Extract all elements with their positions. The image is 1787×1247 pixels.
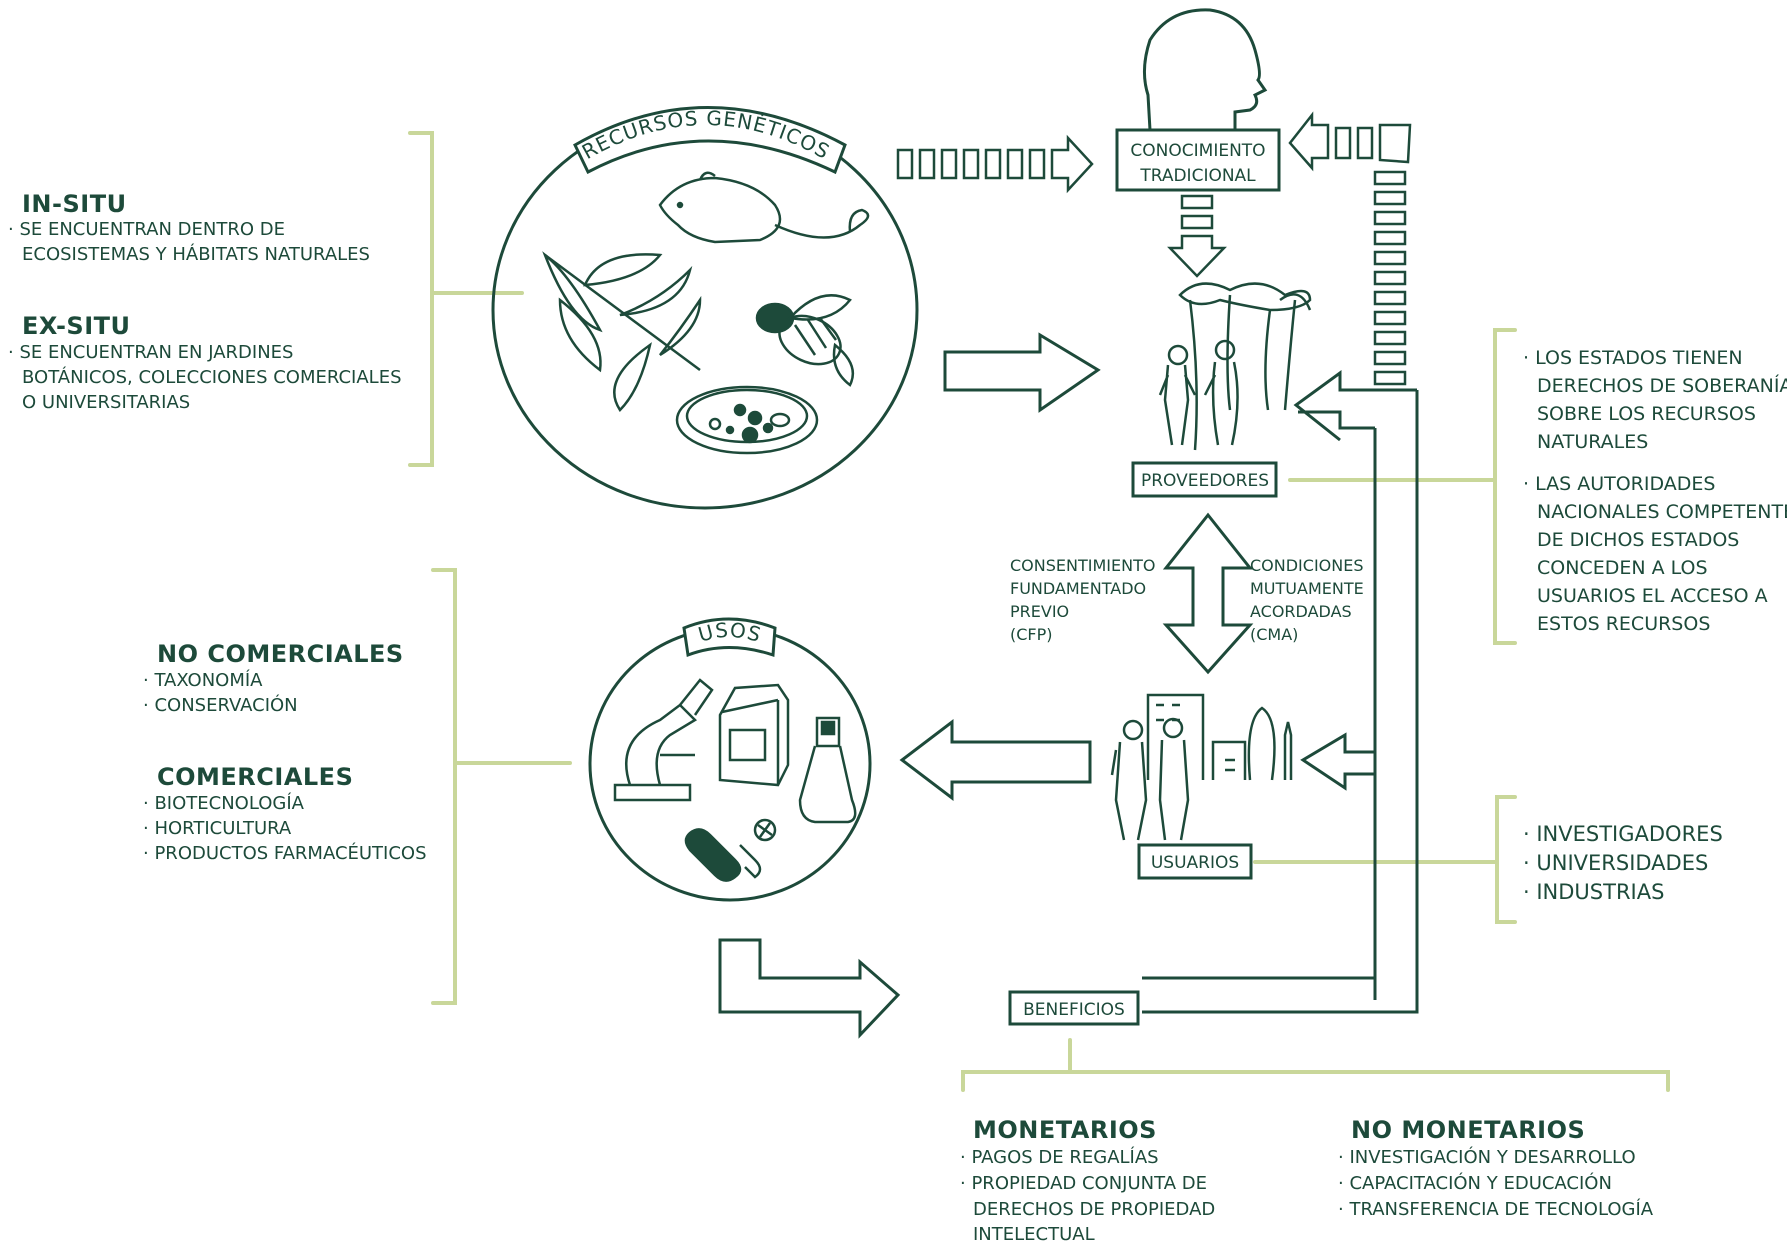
estados-item: NATURALES [1537, 431, 1649, 453]
exsitu-title: EX-SITU [22, 312, 131, 340]
users-illustration-icon [1110, 693, 1293, 841]
head-icon [1143, 8, 1268, 131]
estados-item: LAS AUTORIDADES [1523, 470, 1715, 498]
beneficios-label: BENEFICIOS [1023, 1000, 1125, 1020]
cma-line: CONDICIONES [1250, 556, 1364, 575]
estados-item: ESTOS RECURSOS [1537, 613, 1711, 635]
providers-illustration-icon [1158, 282, 1312, 451]
recursos-badge-frame [573, 106, 847, 175]
conocimiento-line1: CONOCIMIENTO [1130, 141, 1265, 161]
cfp-line: PREVIO [1010, 602, 1070, 621]
cma-line: (CMA) [1250, 625, 1299, 644]
cfp-line: FUNDAMENTADO [1010, 579, 1147, 598]
dashed-arrow-to-conocimiento [896, 134, 1094, 194]
usuario-tipo-item: INDUSTRIAS [1523, 878, 1664, 907]
usuarios-label: USUARIOS [1151, 853, 1239, 873]
estados-item: LOS ESTADOS TIENEN [1523, 344, 1743, 372]
insitu-item: SE ENCUENTRAN DENTRO DE [8, 217, 285, 242]
bee-icon [755, 294, 855, 387]
bracket-recursos [408, 131, 524, 467]
usuarios-box [1137, 843, 1253, 880]
no-monetarios-item: CAPACITACIÓN Y EDUCACIÓN [1338, 1171, 1612, 1196]
bracket-beneficios [961, 1038, 1670, 1092]
monetarios-item: INTELECTUAL [973, 1224, 1095, 1245]
arrow-usos-to-beneficios [718, 938, 901, 1039]
usos-badge-frame [682, 617, 777, 658]
insitu-title: IN-SITU [22, 190, 127, 218]
comerciales-title: COMERCIALES [157, 763, 354, 791]
estados-item: SOBRE LOS RECURSOS [1537, 403, 1756, 425]
conocimiento-box [1115, 128, 1281, 192]
cma-line: ACORDADAS [1250, 602, 1352, 621]
dashed-feedback-column [1288, 111, 1412, 386]
rat-icon [658, 171, 870, 244]
estados-item: CONCEDEN A LOS [1537, 557, 1708, 579]
insitu-item: ECOSISTEMAS Y HÁBITATS NATURALES [22, 244, 370, 265]
comerciales-item: HORTICULTURA [143, 816, 291, 841]
spray-bottle-icon [798, 716, 857, 824]
arrow-cfp-cma [1162, 512, 1254, 675]
no-comerciales-item: TAXONOMÍA [143, 668, 262, 693]
proveedores-label: PROVEEDORES [1141, 471, 1269, 491]
cfp-line: CONSENTIMIENTO [1010, 556, 1156, 575]
petri-dish-icon [675, 385, 819, 455]
milk-carton-icon [718, 683, 790, 787]
no-monetarios-item: INVESTIGACIÓN Y DESARROLLO [1338, 1145, 1635, 1170]
exsitu-item: BOTÁNICOS, COLECCIONES COMERCIALES [22, 367, 402, 388]
monetarios-item: PAGOS DE REGALÍAS [960, 1145, 1158, 1170]
bracket-usos [431, 568, 572, 1005]
estados-item: USUARIOS EL ACCESO A [1537, 585, 1768, 607]
cma-line: MUTUAMENTE [1250, 579, 1364, 598]
exsitu-item: SE ENCUENTRAN EN JARDINES [8, 340, 293, 365]
microscope-icon [613, 678, 714, 802]
bracket-estados [1288, 328, 1517, 645]
monetarios-title: MONETARIOS [973, 1116, 1157, 1144]
pills-icon [684, 818, 777, 882]
beneficios-loop [1142, 370, 1419, 1014]
no-comerciales-title: NO COMERCIALES [157, 640, 404, 668]
estados-item: DE DICHOS ESTADOS [1537, 529, 1740, 551]
cfp-line: (CFP) [1010, 625, 1053, 644]
conocimiento-line2: TRADICIONAL [1139, 166, 1256, 186]
no-monetarios-item: TRANSFERENCIA DE TECNOLOGÍA [1338, 1197, 1653, 1222]
beneficios-box [1008, 990, 1140, 1026]
arrow-recursos-to-proveedores [943, 332, 1101, 413]
proveedores-box [1131, 461, 1278, 498]
arrow-usuarios-to-usos [899, 718, 1092, 802]
usuario-tipo-item: UNIVERSIDADES [1523, 849, 1708, 878]
comerciales-item: PRODUCTOS FARMACÉUTICOS [143, 841, 426, 866]
recursos-circle [491, 106, 919, 510]
usuario-tipo-item: INVESTIGADORES [1523, 820, 1722, 849]
no-monetarios-title: NO MONETARIOS [1351, 1116, 1586, 1144]
exsitu-item: O UNIVERSITARIAS [22, 392, 191, 413]
bracket-usuarios [1253, 795, 1517, 924]
monetarios-item: DERECHOS DE PROPIEDAD [973, 1199, 1216, 1220]
comerciales-item: BIOTECNOLOGÍA [143, 791, 304, 816]
monetarios-item: PROPIEDAD CONJUNTA DE [960, 1171, 1207, 1196]
leaf-branch-icon [542, 251, 702, 412]
dashed-arrow-to-proveedores [1167, 194, 1227, 278]
estados-item: NACIONALES COMPETENTES [1537, 501, 1787, 523]
no-comerciales-item: CONSERVACIÓN [143, 693, 297, 718]
estados-item: DERECHOS DE SOBERANÍA [1537, 375, 1787, 397]
